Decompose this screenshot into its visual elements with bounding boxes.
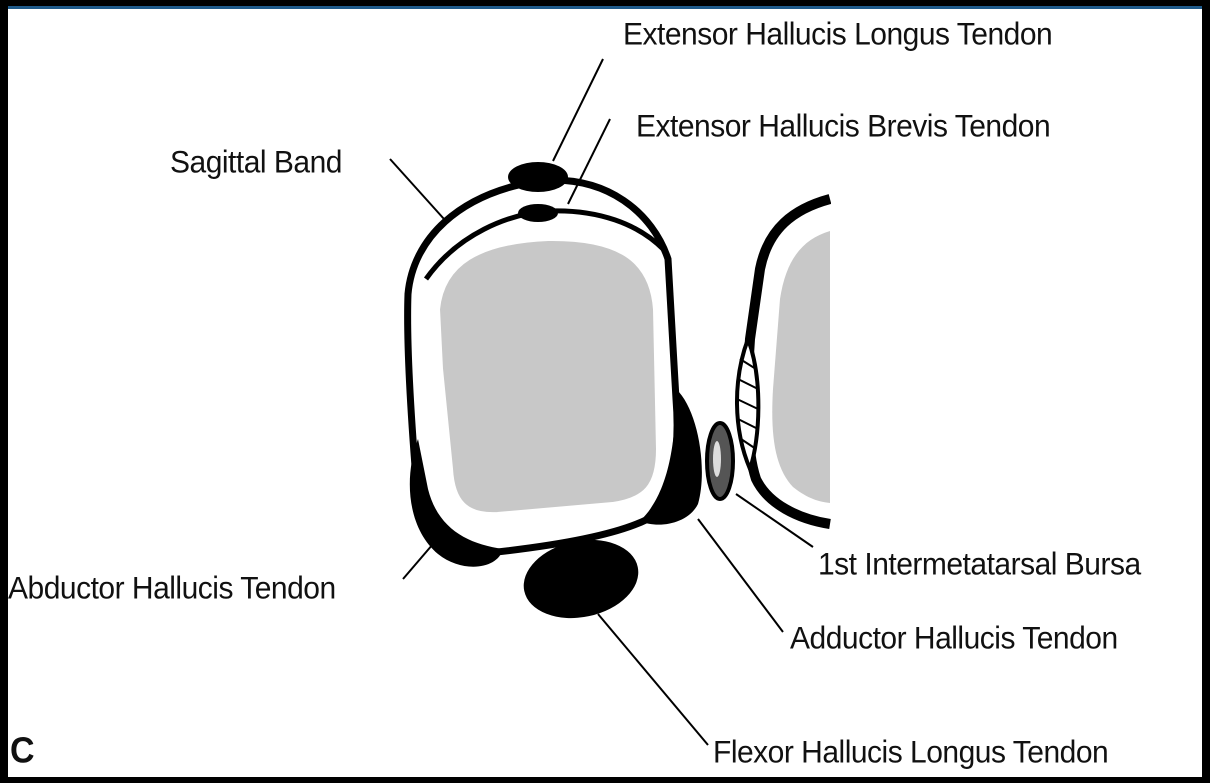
- label-fhl: Flexor Hallucis Longus Tendon: [713, 735, 1108, 771]
- intermetatarsal-bursa-highlight: [713, 441, 721, 477]
- leader-ehl: [553, 59, 603, 161]
- label-ehb: Extensor Hallucis Brevis Tendon: [636, 109, 1050, 145]
- crop-mask: [831, 159, 891, 559]
- leader-adductor: [698, 519, 783, 632]
- ehb-tendon: [518, 204, 558, 222]
- label-adductor: Adductor Hallucis Tendon: [790, 621, 1118, 657]
- leader-abductor: [403, 544, 433, 579]
- ehl-tendon: [508, 162, 568, 192]
- leader-sagittal-band: [390, 159, 444, 219]
- label-sagittal-band: Sagittal Band: [170, 145, 342, 181]
- label-abductor: Abductor Hallucis Tendon: [8, 571, 336, 607]
- panel-letter: C: [10, 731, 34, 772]
- label-bursa: 1st Intermetatarsal Bursa: [818, 547, 1141, 583]
- diagram-panel: Extensor Hallucis Longus Tendon Extensor…: [8, 6, 1202, 777]
- leader-fhl: [598, 614, 708, 745]
- first-metatarsal-bone: [433, 234, 663, 519]
- label-ehl: Extensor Hallucis Longus Tendon: [623, 17, 1052, 53]
